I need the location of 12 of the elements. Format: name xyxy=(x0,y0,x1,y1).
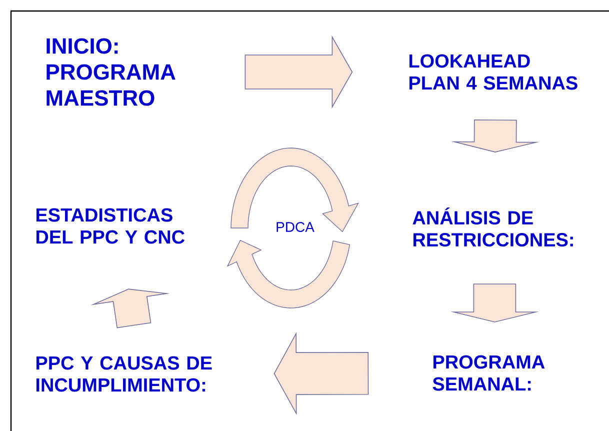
block-arrow xyxy=(244,35,353,108)
text-label: INICIO: PROGRAMA MAESTRO xyxy=(46,38,176,106)
text-label: ANÁLISIS DE RESTRICCIONES: xyxy=(412,208,573,246)
text-label: PDCA xyxy=(276,222,314,232)
text-label: PPC Y CAUSAS DE INCUMPLIMIENTO: xyxy=(36,356,212,392)
text-label: ESTADISTICAS DEL PPC Y CNC xyxy=(36,208,185,244)
block-arrow xyxy=(90,288,170,328)
block-arrow xyxy=(450,284,540,322)
text-label: PROGRAMA SEMANAL: xyxy=(432,355,545,391)
block-arrow xyxy=(450,120,540,152)
block-arrow xyxy=(274,332,369,416)
text-label: LOOKAHEAD PLAN 4 SEMANAS xyxy=(409,54,578,90)
